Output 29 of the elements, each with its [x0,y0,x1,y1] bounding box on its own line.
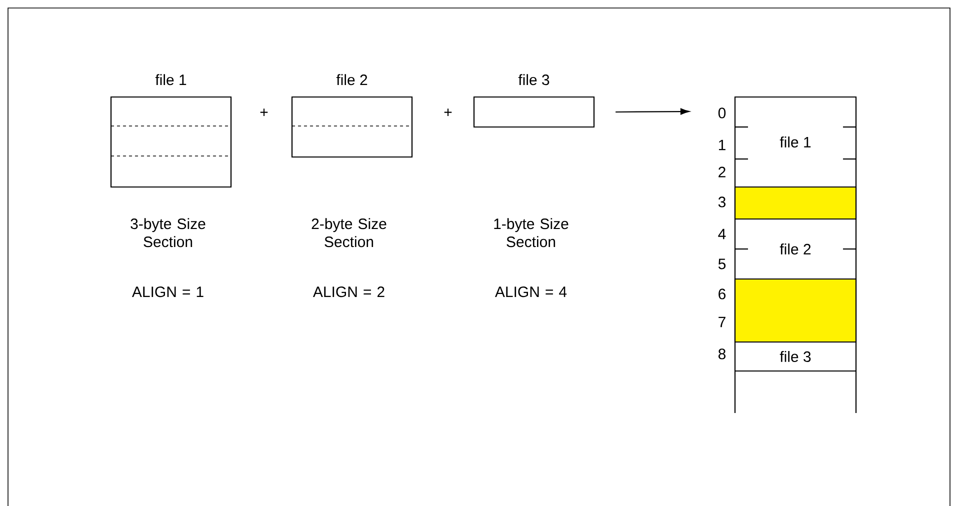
address-number: 1 [718,140,726,150]
node-label: file 2 [336,74,368,86]
section-caption: 3-byte Size Section [130,218,206,248]
memory-region: file 2 [735,244,856,254]
node-label: file 3 [518,74,550,86]
file-box: file 1 [110,74,232,188]
section-caption: ALIGN = 4 [494,286,567,298]
memory-region: file 1 [735,126,856,160]
padding-bar [734,186,857,220]
address-number: 6 [718,288,726,300]
plus-sign: + [260,108,268,116]
section-caption: 2-byte Size Section [312,218,386,248]
node-label: file 1 [155,74,186,86]
address-number: 5 [718,258,726,270]
address-number: 8 [718,348,726,360]
address-number: 7 [718,316,726,328]
padding-bar [734,278,857,343]
plus-sign: + [444,108,452,116]
memory-region: file 3 [735,350,856,372]
address-number: 3 [718,196,726,208]
address-number: 4 [718,228,726,240]
section-caption: ALIGN = 1 [132,286,204,298]
arrow [616,108,690,115]
file-box: file 2 [291,74,413,158]
address-number: 2 [718,166,726,178]
section-caption: ALIGN = 2 [312,286,384,298]
section-caption: 1-byte Size Section [494,218,568,248]
file-box: file 3 [473,74,595,128]
address-number: 0 [718,108,726,118]
